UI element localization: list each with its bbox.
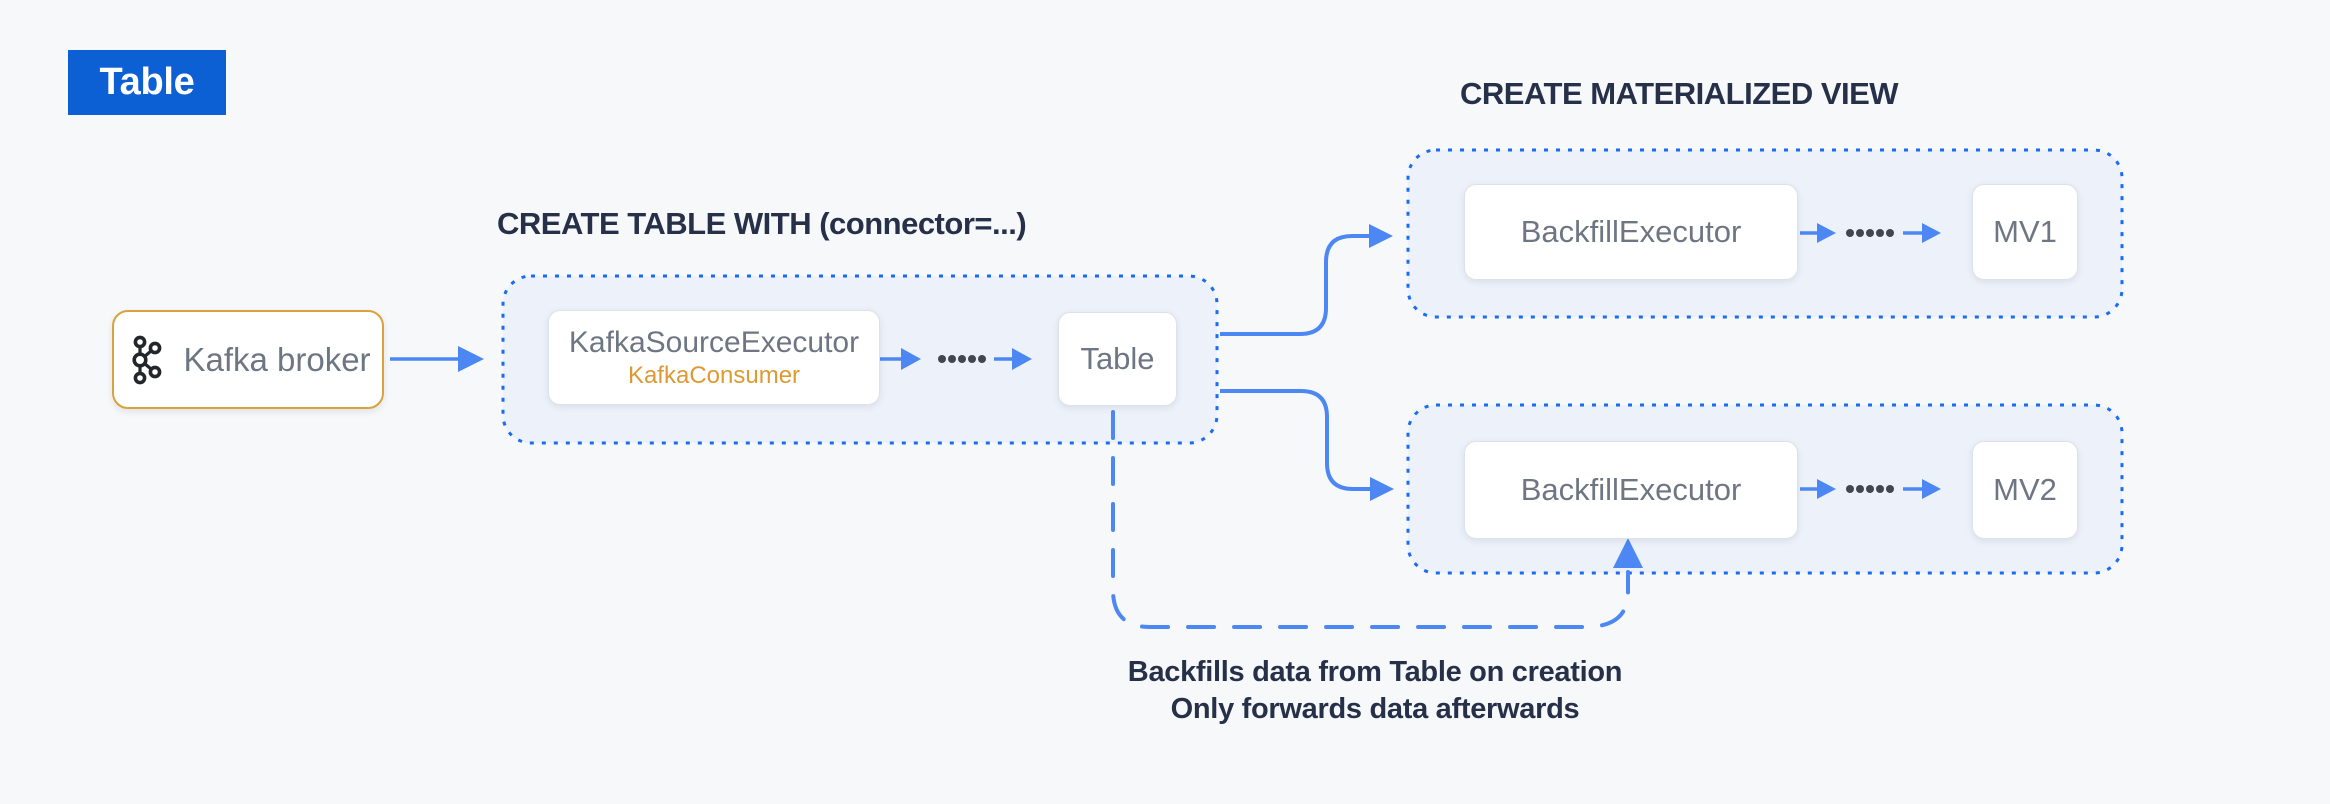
mv1-node: MV1 [1972,184,2078,280]
table-node: Table [1058,312,1177,406]
arrow-dots-to-table [994,348,1032,370]
arrow-be1-to-dots [1800,223,1836,243]
stream-dots [1846,229,1894,237]
kafka-broker-node: Kafka broker [112,310,384,409]
create-table-heading: CREATE TABLE WITH (connector=...) [497,206,1027,241]
table-badge: Table [68,50,226,115]
dashed-backfill-path [1111,410,1643,629]
arrow-kafka-to-table [390,346,484,372]
stream-dots [1846,485,1894,493]
arrow-table-to-mv2 [1220,389,1394,501]
stream-dots [938,355,986,363]
create-materialized-view-heading: CREATE MATERIALIZED VIEW [1460,76,1899,111]
backfill-arrowhead [1613,538,1643,568]
backfill-executor-node-mv2: BackfillExecutor [1464,441,1798,539]
arrow-be2-to-dots [1800,479,1836,499]
arrow-table-to-mv1 [1220,224,1393,336]
kafka-broker-label: Kafka broker [183,340,371,378]
kafka-icon [125,335,165,385]
arrow-kse-to-dots [880,348,921,370]
backfill-annotation: Backfills data from Table on creation On… [1060,654,1690,728]
kafka-consumer-label: KafkaConsumer [627,361,801,389]
backfill-annotation-line1: Backfills data from Table on creation [1127,656,1623,688]
mv2-node: MV2 [1972,441,2078,539]
backfill-executor-node-mv1: BackfillExecutor [1464,184,1798,280]
arrow-dots-to-mv1 [1903,223,1941,243]
arrow-dots-to-mv2 [1903,479,1941,499]
kafka-source-executor-label: KafkaSourceExecutor [568,325,860,359]
backfill-annotation-line2: Only forwards data afterwards [1170,693,1580,725]
kafka-source-executor-node: KafkaSourceExecutor KafkaConsumer [548,310,880,405]
